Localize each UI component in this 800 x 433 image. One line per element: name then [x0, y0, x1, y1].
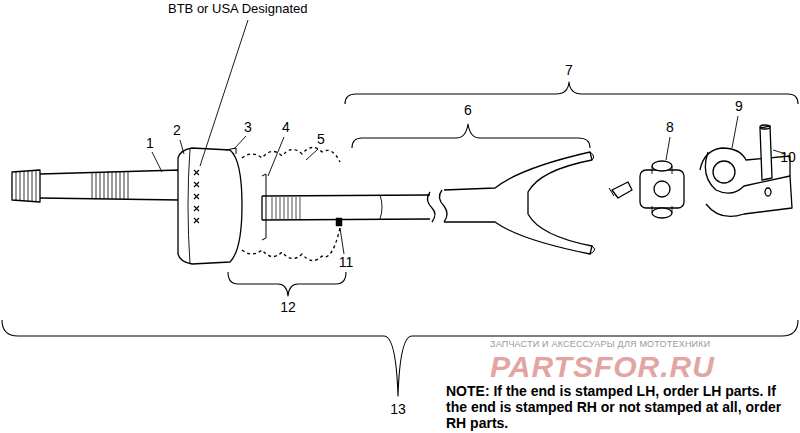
callout-number: 6 [464, 103, 472, 118]
callout-number: 4 [282, 120, 290, 135]
callout-number: 9 [735, 99, 743, 114]
callout-number: 2 [173, 123, 181, 138]
callout-number: 3 [244, 120, 252, 135]
callout-number: 11 [339, 255, 354, 270]
note-text: NOTE: If the end is stamped LH, order LH… [446, 383, 796, 431]
callout-number: 1 [146, 136, 154, 151]
watermark: PARTSFOR.RU [490, 350, 715, 383]
callout-number: 5 [317, 132, 325, 147]
callout-number: 7 [565, 63, 573, 78]
callout-number: 8 [666, 120, 674, 135]
watermark: ЗАПЧАСТИ И АКСЕССУАРЫ ДЛЯ МОТОТЕХНИКИ [490, 340, 710, 350]
designation-label: BTB or USA Designated [168, 2, 307, 16]
callout-number: 12 [280, 300, 296, 315]
callout-number: 13 [390, 402, 406, 417]
callout-number: 10 [780, 150, 796, 165]
